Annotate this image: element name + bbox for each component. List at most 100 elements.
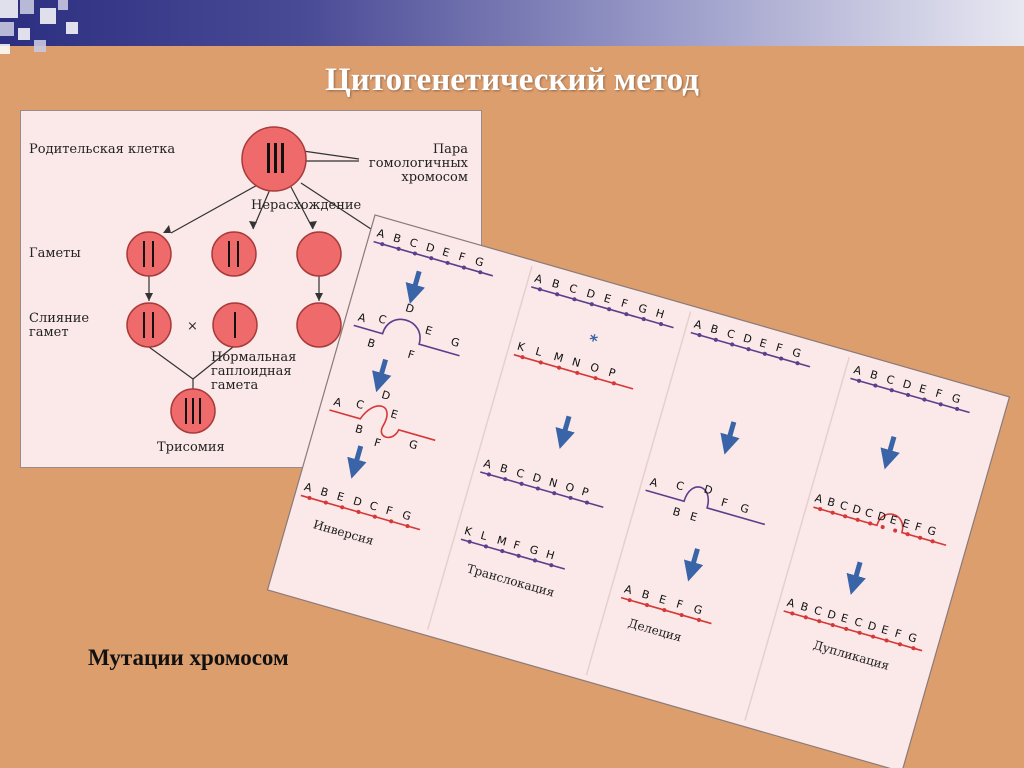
connector-line <box>192 346 234 380</box>
gene-dot <box>478 270 483 275</box>
gene-dot <box>405 524 410 529</box>
gene-letter: D <box>742 332 754 347</box>
gene-dot <box>844 626 849 631</box>
gene-letter: M <box>495 534 508 549</box>
gene-dot <box>762 351 767 356</box>
gene-letter: D <box>876 509 888 524</box>
corner-square <box>0 44 10 54</box>
gene-letter: G <box>401 508 413 523</box>
gene-letter: A <box>482 457 493 472</box>
gene-dot <box>516 553 521 558</box>
pointer-line <box>302 150 360 160</box>
chromosome-mark <box>192 398 194 424</box>
chromosome-mark <box>281 143 284 173</box>
gene-letter: G <box>692 602 704 617</box>
gene-letter: O <box>564 480 576 495</box>
gene-letter: F <box>913 520 923 534</box>
gene-dot <box>624 312 629 317</box>
gene-letter: G <box>449 335 461 350</box>
gene-letter: E <box>888 513 898 527</box>
gene-letter: F <box>675 597 685 611</box>
gene-dot <box>713 337 718 342</box>
gene-letter: D <box>866 619 878 634</box>
gene-letter: K <box>516 340 527 355</box>
gene-letter: C <box>853 615 864 630</box>
gene-letter: A <box>332 395 343 410</box>
gene-letter: N <box>570 355 581 370</box>
gamete-cell <box>211 231 257 277</box>
gene-letter: B <box>550 277 561 292</box>
gene-letter: A <box>303 480 314 495</box>
nondisjunction-diagram: Родительская клетка Пара гомологичных хр… <box>29 126 469 455</box>
gene-dot <box>445 260 450 265</box>
subtitle: Мутации хромосом <box>88 645 289 670</box>
chromosome-twist <box>329 405 436 442</box>
cross-symbol: × <box>187 319 198 334</box>
homologous-pair-label: Пара <box>433 142 468 157</box>
gene-dot <box>641 317 646 322</box>
gene-letter: E <box>901 517 911 531</box>
gene-dot <box>323 500 328 505</box>
gene-letter: A <box>852 363 863 378</box>
gene-letter: E <box>880 623 890 637</box>
corner-square <box>58 0 68 10</box>
gene-letter: C <box>377 312 388 327</box>
gene-dot <box>897 642 902 647</box>
chromosome-line <box>531 286 674 329</box>
gene-dot <box>746 347 751 352</box>
gene-letter: B <box>826 495 837 510</box>
gene-letter: G <box>637 302 649 317</box>
chromosome-mark <box>237 241 239 267</box>
gene-letter: A <box>785 596 796 611</box>
gene-letter: A <box>648 475 659 490</box>
down-arrow-icon <box>720 421 740 455</box>
corner-square <box>18 28 30 40</box>
gene-dot <box>396 246 401 251</box>
gene-dot <box>906 392 911 397</box>
corner-square <box>66 22 78 34</box>
gene-dot <box>552 491 557 496</box>
gene-dot <box>873 383 878 388</box>
gene-dot <box>593 376 598 381</box>
gene-dot <box>795 361 800 366</box>
chromosome-mark <box>274 143 277 173</box>
chromosome-mark <box>143 312 145 338</box>
gene-letter: P <box>607 366 617 380</box>
gene-letter: D <box>380 388 392 403</box>
gene-letter: G <box>473 255 485 270</box>
gene-letter: B <box>869 368 880 383</box>
gene-letter: E <box>657 592 667 606</box>
gene-letter: B <box>671 505 682 520</box>
gene-letter: E <box>441 245 451 259</box>
gene-dot <box>889 388 894 393</box>
chromosome-mark <box>199 398 201 424</box>
gene-letter: H <box>544 548 556 563</box>
gene-dot <box>818 507 823 512</box>
chromosome-loop <box>353 318 460 357</box>
gene-letter: P <box>580 485 590 499</box>
gene-letter: K <box>463 524 474 539</box>
gene-dot <box>372 514 377 519</box>
gene-letter: B <box>640 588 651 603</box>
gene-letter: E <box>602 292 612 306</box>
gene-letter: C <box>515 466 526 481</box>
down-arrow-icon <box>555 415 575 449</box>
gene-dot <box>356 509 361 514</box>
gene-letter: D <box>585 287 597 302</box>
gene-dot <box>532 558 537 563</box>
chromosome-mark <box>143 241 145 267</box>
gene-letter: C <box>368 499 379 514</box>
gene-dot <box>696 617 701 622</box>
gene-dot <box>389 519 394 524</box>
normal-haploid-label: гаплоидная <box>211 364 292 379</box>
gene-letter: B <box>319 485 330 500</box>
gene-letter: D <box>826 607 838 622</box>
gene-dot <box>662 608 667 613</box>
gene-dot <box>429 256 434 261</box>
gene-dot <box>538 360 543 365</box>
gene-dot <box>555 292 560 297</box>
gene-dot <box>884 638 889 643</box>
gene-letter: B <box>709 322 720 337</box>
